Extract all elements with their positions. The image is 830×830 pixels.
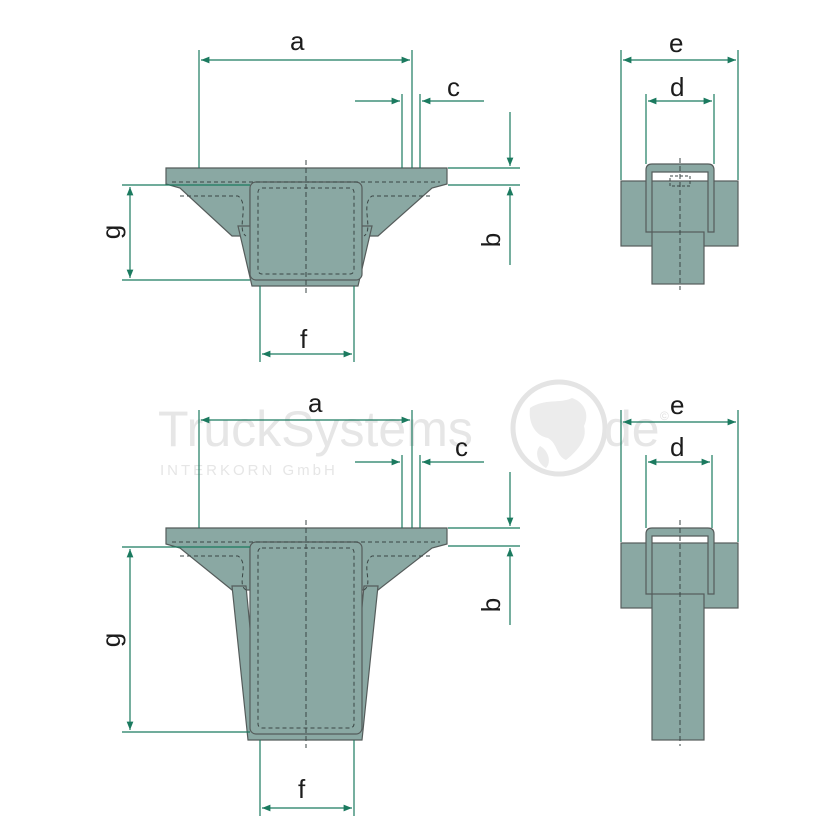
label-c-bottom: c xyxy=(455,432,468,462)
watermark-registered-mark: © xyxy=(660,409,669,423)
label-c-top: c xyxy=(447,72,460,102)
label-d-top: d xyxy=(670,72,684,102)
label-d-bottom: d xyxy=(670,432,684,462)
label-e-top: e xyxy=(669,28,683,58)
label-g-bottom: g xyxy=(96,633,126,647)
label-f-bottom: f xyxy=(298,774,306,804)
label-g-top: g xyxy=(96,225,126,239)
bottom-dimensions xyxy=(122,410,739,816)
label-b-top: b xyxy=(476,233,506,247)
globe-icon xyxy=(510,379,608,477)
top-side-view xyxy=(620,158,739,290)
watermark-brand: TruckSystems xyxy=(158,401,473,457)
bottom-front-view xyxy=(165,520,448,748)
watermark-company: INTERKORN GmbH xyxy=(160,462,338,479)
label-e-bottom: e xyxy=(670,390,684,420)
top-dimensions xyxy=(122,50,739,362)
top-side-stem xyxy=(651,231,705,285)
label-f-top: f xyxy=(300,324,308,354)
watermark-domain: de xyxy=(604,401,660,457)
bottom-side-view xyxy=(620,520,739,746)
bottom-side-stem xyxy=(651,593,705,741)
top-front-view xyxy=(165,160,448,296)
watermark: TruckSystems de © INTERKORN GmbH xyxy=(158,379,669,479)
label-a-bottom: a xyxy=(308,388,323,418)
dimension-labels: a c b g f e d a c b g f e d xyxy=(96,26,684,804)
label-a-top: a xyxy=(290,26,305,56)
label-b-bottom: b xyxy=(476,598,506,612)
